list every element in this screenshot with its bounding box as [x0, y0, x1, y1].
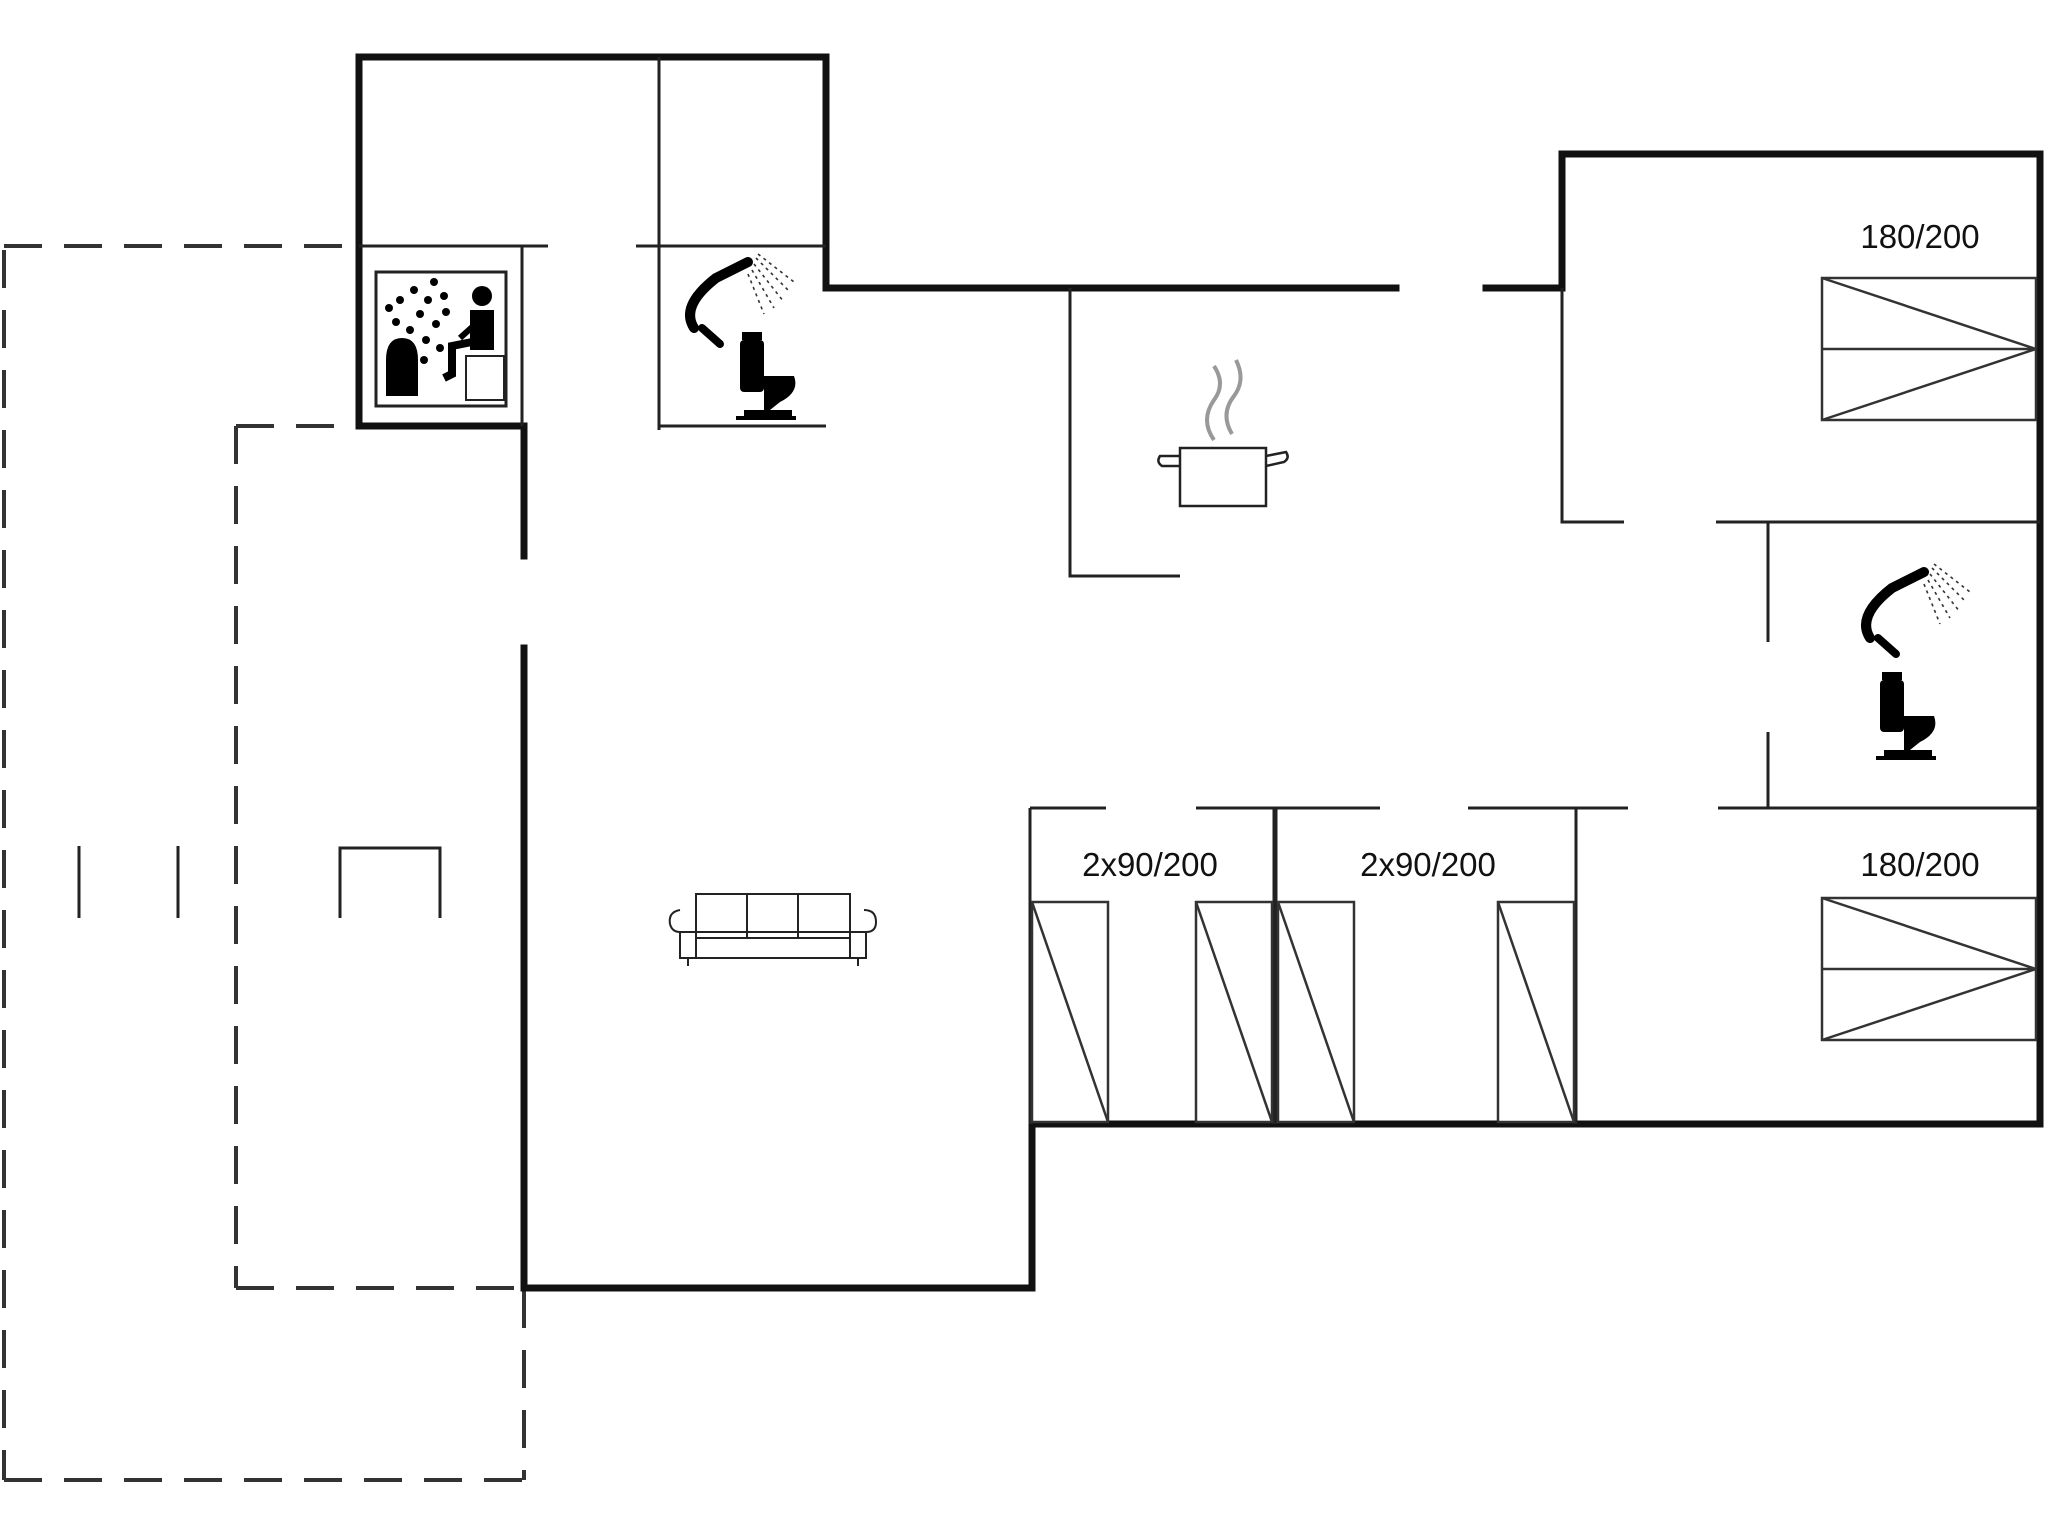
bunkroom-2: 2x90/200: [1276, 846, 1576, 1124]
sauna-icon: [385, 278, 505, 401]
shower-icon: [1866, 564, 1970, 654]
bedroom-1: 180/200: [1820, 218, 2038, 422]
toilet-icon: [736, 332, 796, 420]
outdoor-marks: [77, 846, 442, 918]
bathroom-1: [690, 254, 796, 420]
bed-size-label: 180/200: [1860, 218, 1979, 255]
bunkroom-1: 2x90/200: [1030, 846, 1274, 1124]
cooking-pot-icon: [1157, 359, 1289, 508]
shower-icon: [690, 254, 794, 344]
bathroom-2: [1866, 564, 1970, 760]
toilet-icon: [1876, 672, 1936, 760]
carport-outline: [234, 424, 524, 1290]
bedroom-2: 180/200: [1820, 846, 2038, 1042]
interior-walls: [359, 57, 2040, 1124]
sauna: [374, 270, 508, 408]
bed-size-label: 2x90/200: [1360, 846, 1496, 883]
bed-size-label: 180/200: [1860, 846, 1979, 883]
bed-size-label: 2x90/200: [1082, 846, 1218, 883]
sofa-icon: [668, 893, 878, 966]
terrace-outline: [2, 244, 526, 1482]
exterior-walls: [355, 53, 2044, 1292]
